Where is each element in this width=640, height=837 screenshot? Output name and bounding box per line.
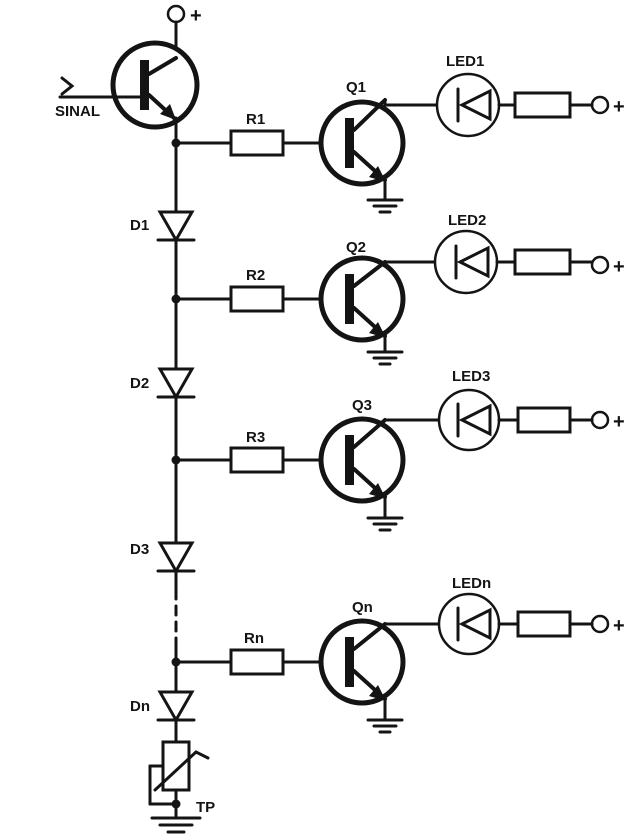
transistor-label: Q3 (352, 397, 372, 414)
plus-label: + (613, 96, 625, 118)
transistor-label: Q2 (346, 239, 366, 256)
resistor (229, 648, 285, 676)
trimpot: TP (148, 740, 215, 816)
transistor-label: Qn (352, 599, 373, 616)
stage-n: Rn Qn LEDn + (171, 575, 625, 734)
diode-label: D1 (130, 217, 149, 234)
plus-label: + (613, 615, 625, 637)
resistor-label: Rn (244, 630, 264, 647)
diode-n: Dn (130, 690, 196, 724)
resistor (229, 446, 285, 474)
transistor (318, 255, 406, 343)
stage-2: R2 Q2 LED2 + (171, 212, 625, 366)
led-label: LED3 (452, 368, 490, 385)
plus-label: + (613, 256, 625, 278)
diode-label: D2 (130, 375, 149, 392)
resistor-label: R3 (246, 429, 265, 446)
top-plus-label: + (190, 5, 202, 27)
resistor-label: R2 (246, 267, 265, 284)
transistor (318, 99, 406, 187)
signal-label: SINAL (55, 103, 100, 120)
led-label: LEDn (452, 575, 491, 592)
transistor (318, 618, 406, 706)
input-transistor: SINAL (55, 40, 200, 130)
transistor (318, 416, 406, 504)
stage-3: R3 Q3 LED3 + (171, 368, 625, 532)
plus-label: + (613, 411, 625, 433)
resistor-label: R1 (246, 111, 265, 128)
diode-label: D3 (130, 541, 149, 558)
diode-3: D3 (130, 541, 196, 575)
diode-label: Dn (130, 698, 150, 715)
diode-1: D1 (130, 210, 196, 244)
trimpot-label: TP (196, 799, 215, 816)
transistor-label: Q1 (346, 79, 366, 96)
resistor (229, 129, 285, 157)
led-label: LED2 (448, 212, 486, 229)
led-label: LED1 (446, 53, 484, 70)
stage-1: R1 Q1 LED1 + (171, 53, 625, 214)
diode-2: D2 (130, 367, 196, 401)
resistor (229, 285, 285, 313)
